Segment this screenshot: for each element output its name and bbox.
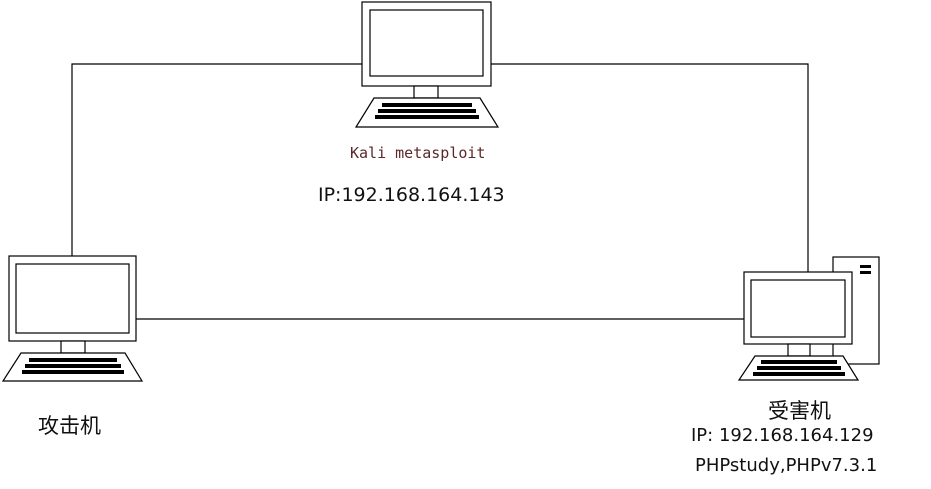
attacker-label: 攻击机 [38,414,101,438]
kali-name-label: Kali metasploit [350,144,486,162]
kali-laptop-icon [354,1,500,128]
kali-ip-label: IP:192.168.164.143 [318,184,505,206]
attacker-laptop-icon [1,255,144,382]
link-kali-victim [491,63,809,272]
victim-desktop-computer-icon [737,256,880,381]
victim-ip-label: IP: 192.168.164.129 [691,425,874,446]
link-attacker-kali [71,63,362,256]
connections [71,63,809,320]
victim-label: 受害机 [768,399,831,423]
victim-software-label: PHPstudy,PHPv7.3.1 [695,455,878,476]
